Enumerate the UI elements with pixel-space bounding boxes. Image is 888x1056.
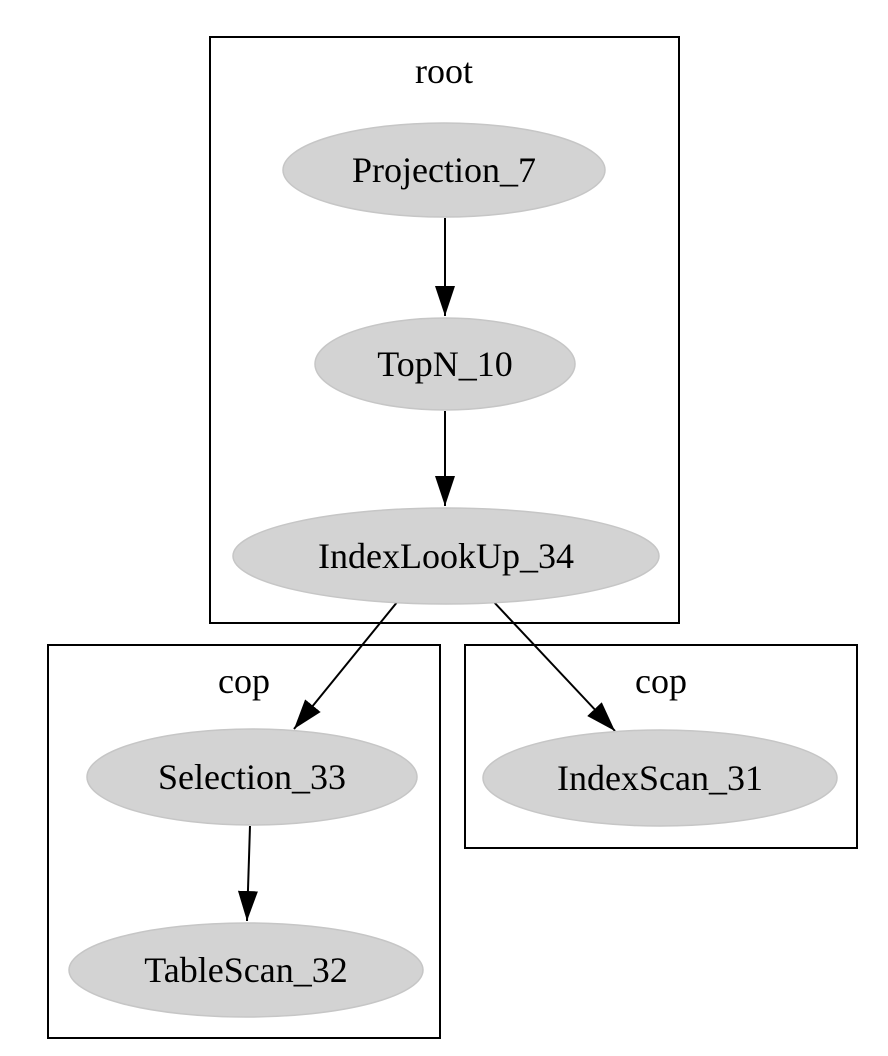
node-topn-10-label: TopN_10 bbox=[377, 344, 512, 384]
node-projection-7 bbox=[282, 122, 606, 218]
node-indexscan-31-label: IndexScan_31 bbox=[557, 758, 763, 798]
node-tablescan-32-label: TableScan_32 bbox=[144, 950, 347, 990]
node-projection-7-label: Projection_7 bbox=[352, 150, 536, 190]
edge-selection33-to-tablescan32 bbox=[237, 825, 258, 922]
node-tablescan-32 bbox=[68, 922, 424, 1018]
cluster-cop-right-box bbox=[464, 644, 858, 849]
node-selection-33-label: Selection_33 bbox=[158, 757, 346, 797]
node-indexlookup-34-label: IndexLookUp_34 bbox=[318, 536, 574, 576]
node-indexlookup-34 bbox=[232, 507, 660, 605]
cluster-root-box bbox=[209, 36, 680, 624]
edge-indexlookup34-to-selection33 bbox=[293, 600, 399, 730]
cluster-cop-left-box bbox=[47, 644, 441, 1039]
cluster-root-label: root bbox=[415, 51, 473, 91]
node-indexscan-31 bbox=[482, 729, 838, 827]
cluster-cop-left-label: cop bbox=[218, 661, 270, 701]
cluster-cop-right-label: cop bbox=[635, 661, 687, 701]
node-topn-10 bbox=[314, 317, 576, 411]
edge-indexlookup34-to-indexscan31 bbox=[491, 599, 616, 732]
node-selection-33 bbox=[86, 728, 418, 826]
